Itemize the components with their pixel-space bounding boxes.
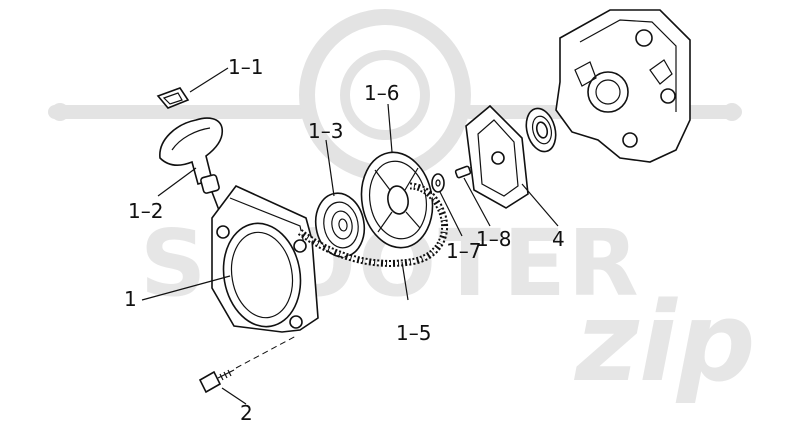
leader-1-3 — [325, 139, 335, 197]
callout-4: 4 — [552, 227, 565, 251]
watermark-script-text: zip — [574, 278, 755, 406]
part-bearing — [525, 107, 557, 153]
leader-1-5 — [401, 261, 409, 301]
leader-1-8 — [463, 177, 491, 227]
leader-2 — [221, 387, 247, 405]
callout-1-5: 1–5 — [396, 321, 431, 345]
part-bolt — [198, 335, 297, 394]
callout-1-6: 1–6 — [364, 81, 399, 105]
washer-hole — [435, 179, 441, 187]
part-clip — [156, 87, 190, 109]
part-starter-handle — [159, 117, 224, 219]
callout-1-7: 1–7 — [446, 239, 481, 263]
leader-1-1 — [189, 67, 229, 93]
leader-4 — [521, 183, 559, 227]
callout-1-2: 1–2 — [128, 199, 163, 223]
callout-1: 1 — [124, 287, 137, 311]
callout-1-8: 1–8 — [476, 227, 511, 251]
leader-1-7 — [439, 191, 463, 237]
leader-1-6 — [387, 103, 393, 153]
watermark-grip-left — [51, 103, 69, 121]
bolt-alignment-line — [235, 335, 297, 369]
leader-1 — [141, 275, 231, 301]
washer-outer — [431, 173, 445, 193]
rope-weave — [299, 184, 446, 265]
callout-2: 2 — [240, 401, 253, 425]
leader-lines — [141, 67, 559, 405]
part-pulley — [360, 151, 434, 249]
watermark-grip-right — [723, 103, 741, 121]
callout-1-3: 1–3 — [308, 119, 343, 143]
leader-1-2 — [157, 167, 197, 197]
callout-labels: 1–1 1–2 1–3 1–6 1 1–5 1–7 1–8 4 2 — [124, 55, 565, 425]
part-starter-rope — [297, 182, 448, 267]
part-starter-housing — [211, 185, 319, 333]
watermark-headlight-inner — [340, 50, 430, 140]
part-cover-plate — [465, 104, 529, 209]
part-crankcase — [555, 9, 691, 163]
part-washer — [431, 173, 445, 193]
callout-1-1: 1–1 — [228, 55, 263, 79]
part-spiral-spring — [314, 192, 366, 258]
